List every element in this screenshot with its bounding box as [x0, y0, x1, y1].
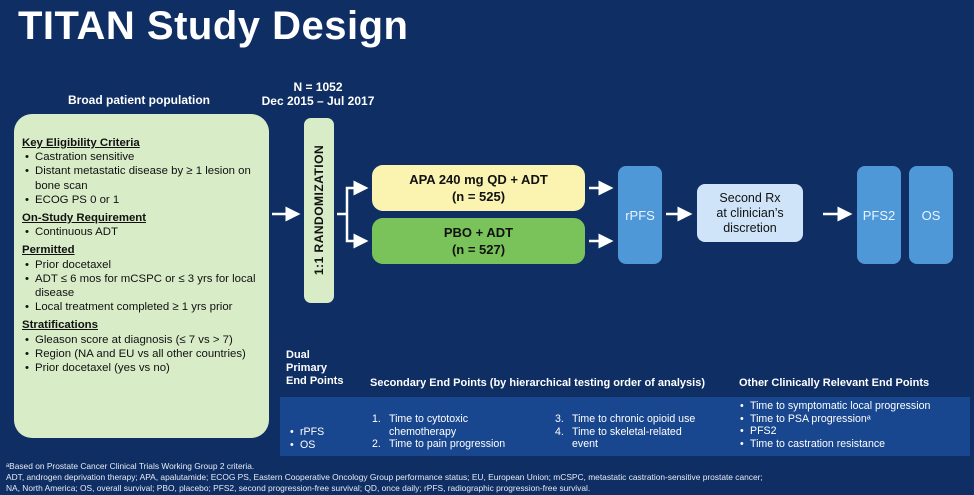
criteria-item: Gleason score at diagnosis (≤ 7 vs > 7) — [22, 333, 261, 347]
pbo-arm-n: (n = 527) — [451, 242, 506, 257]
pbo-arm-label: PBO + ADT — [443, 225, 514, 240]
primary-endpoints-list: rPFS OS — [289, 426, 324, 451]
apa-arm-box: APA 240 mg QD + ADT (n = 525) — [372, 165, 585, 211]
other-endpoints-list: Time to symptomatic local progression Ti… — [739, 400, 930, 450]
criteria-item: Prior docetaxel — [22, 258, 261, 272]
on-study-heading: On-Study Requirement — [22, 212, 147, 225]
stratifications-heading: Stratifications — [22, 319, 98, 332]
arrow-to-pbo — [345, 214, 369, 249]
enrollment-n: N = 1052 — [293, 80, 343, 94]
key-eligibility-heading: Key Eligibility Criteria — [22, 137, 140, 149]
endpoint-item: 3.Time to chronic opioid use — [555, 413, 696, 425]
criteria-item: ADT ≤ 6 mos for mCSPC or ≤ 3 yrs for loc… — [22, 272, 261, 300]
slide-title: TITAN Study Design — [18, 4, 409, 48]
endpoints-header-row: Dual Primary End Points Secondary End Po… — [280, 340, 970, 397]
second-rx-line: at clinician’s — [716, 205, 784, 220]
criteria-item: Prior docetaxel (yes vs no) — [22, 361, 261, 375]
criteria-item: Castration sensitive — [22, 150, 261, 164]
arrow-to-apa — [345, 180, 369, 214]
rpfs-box: rPFS — [618, 166, 662, 264]
apa-arm-label: APA 240 mg QD + ADT — [409, 172, 548, 187]
endpoint-item: 2.Time to pain progression — [372, 438, 506, 451]
criteria-item: ECOG PS 0 or 1 — [22, 193, 261, 207]
stratifications-list: Gleason score at diagnosis (≤ 7 vs > 7) … — [22, 333, 261, 376]
os-box: OS — [909, 166, 953, 264]
second-rx-box: Second Rx at clinician’s discretion — [697, 184, 803, 242]
secondary-endpoints-list-2: 3.Time to chronic opioid use 4.Time to s… — [553, 413, 695, 451]
pfs2-box: PFS2 — [857, 166, 901, 264]
second-rx-line: discretion — [723, 220, 777, 235]
on-study-list: Continuous ADT — [22, 225, 261, 239]
footnote-line: ᵃBased on Prostate Cancer Clinical Trial… — [6, 461, 255, 471]
permitted-heading: Permitted — [22, 244, 75, 257]
footnote-line: ADT, androgen deprivation therapy; APA, … — [6, 472, 763, 482]
endpoint-item: Time to castration resistance — [739, 438, 930, 451]
endpoint-item: rPFS — [289, 426, 324, 439]
enrollment-label: N = 1052 Dec 2015 – Jul 2017 — [258, 80, 378, 108]
criteria-item: Distant metastatic disease by ≥ 1 lesion… — [22, 164, 261, 192]
second-rx-line: Second Rx — [719, 190, 781, 205]
footnotes: ᵃBased on Prostate Cancer Clinical Trial… — [6, 461, 971, 494]
criteria-item: Local treatment completed ≥ 1 yrs prior — [22, 300, 261, 314]
endpoint-item: Time to symptomatic local progression — [739, 400, 930, 413]
criteria-item: Continuous ADT — [22, 225, 261, 239]
endpoint-item: Time to PSA progressionᵃ — [739, 413, 930, 426]
endpoints-body-row: rPFS OS 1.Time to cytotoxicchemotherapy … — [280, 397, 970, 456]
population-heading: Broad patient population — [68, 93, 210, 107]
pbo-arm-box: PBO + ADT (n = 527) — [372, 218, 585, 264]
primary-endpoints-heading: Dual Primary End Points — [286, 349, 344, 387]
randomization-label: 1:1 RANDOMIZATION — [312, 144, 326, 276]
permitted-list: Prior docetaxel ADT ≤ 6 mos for mCSPC or… — [22, 258, 261, 315]
criteria-item: Region (NA and EU vs all other countries… — [22, 347, 261, 361]
footnote-line: NA, North America; OS, overall survival;… — [6, 483, 591, 493]
other-endpoints-heading: Other Clinically Relevant End Points — [739, 377, 930, 389]
endpoint-item: OS — [289, 439, 324, 452]
endpoint-item: PFS2 — [739, 425, 930, 438]
randomization-box — [304, 118, 334, 303]
enrollment-dates: Dec 2015 – Jul 2017 — [261, 94, 375, 108]
apa-arm-n: (n = 525) — [451, 189, 506, 204]
key-eligibility-list: Castration sensitive Distant metastatic … — [22, 150, 261, 207]
eligibility-criteria-box: Key Eligibility Criteria Castration sens… — [14, 114, 269, 438]
secondary-endpoints-heading: Secondary End Points (by hierarchical te… — [370, 377, 705, 389]
